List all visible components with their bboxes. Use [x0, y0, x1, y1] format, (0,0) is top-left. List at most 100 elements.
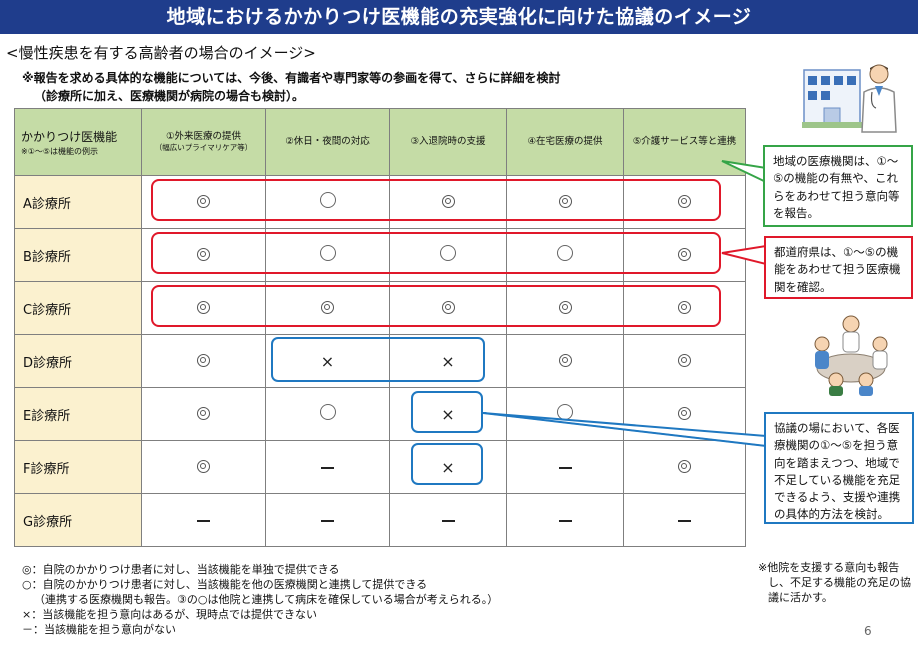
table-row: E診療所 × — [14, 387, 746, 441]
header-cell-3: ③入退院時の支援 — [389, 108, 507, 176]
table-cell — [506, 493, 624, 547]
table-cell — [141, 440, 266, 494]
cross-mark: × — [441, 404, 455, 424]
note-line-2: （診療所に加え、医療機関が病院の場合も検討）。 — [34, 89, 305, 103]
highlight-frame-red — [151, 285, 721, 327]
table-cell — [506, 440, 624, 494]
dash-mark — [558, 467, 572, 469]
highlight-frame-blue — [411, 391, 483, 433]
double-circle-mark — [441, 194, 455, 208]
side-note-line: ※他院を支援する意向も報告 — [758, 561, 900, 574]
row-label: C診療所 — [14, 281, 142, 335]
double-circle-mark — [197, 300, 210, 314]
header-label: ④在宅医療の提供 — [527, 136, 603, 148]
table-cell — [506, 334, 624, 388]
double-circle-mark — [197, 406, 210, 420]
double-circle-mark — [197, 194, 210, 208]
header-cell-5: ⑤介護サービス等と連携 — [623, 108, 746, 176]
legend-item-double-circle: ◎：自院のかかりつけ患者に対し、当該機能を単独で提供できる — [22, 563, 340, 576]
double-circle-mark — [678, 406, 691, 420]
cross-mark: × — [320, 351, 335, 371]
circle-mark — [319, 192, 336, 208]
table-cell — [623, 493, 746, 547]
circle-mark — [557, 245, 573, 261]
cross-mark: × — [441, 351, 455, 371]
header-label: ②休日・夜間の対応 — [285, 136, 370, 148]
circle-mark — [440, 245, 456, 261]
table-cell — [389, 493, 507, 547]
highlight-frame-red — [151, 232, 721, 274]
header-cell-function: かかりつけ医機能 ※①～⑤は機能の例示 — [14, 108, 142, 176]
callout-blue: 協議の場において、各医療機関の①～⑤を担う意向を踏まえつつ、地域で不足している機… — [764, 412, 914, 524]
table-cell — [265, 440, 390, 494]
table-cell — [265, 493, 390, 547]
table-cell — [141, 493, 266, 547]
table-cell — [506, 387, 624, 441]
table-header-row: かかりつけ医機能 ※①～⑤は機能の例示 ①外来医療の提供（幅広いプライマリケア等… — [14, 108, 746, 176]
table-cell: × — [389, 334, 507, 388]
header-function-note: ※①～⑤は機能の例示 — [21, 146, 99, 156]
circle-mark — [557, 404, 573, 420]
legend-item-cross: ×：当該機能を担う意向はあるが、現時点では提供できない — [22, 608, 317, 621]
circle-mark — [319, 245, 336, 261]
table-cell — [623, 440, 746, 494]
highlight-frame-blue — [411, 443, 483, 485]
table-row: F診療所 × — [14, 440, 746, 494]
double-circle-mark — [197, 247, 210, 261]
side-note-line: し、不足する機能の充足の協 — [768, 576, 911, 589]
double-circle-mark — [441, 300, 455, 314]
header-function-label: かかりつけ医機能 — [21, 129, 118, 144]
double-circle-mark — [558, 300, 572, 314]
callout-green: 地域の医療機関は、①～⑤の機能の有無や、これらをあわせて担う意向等を報告。 — [763, 145, 913, 227]
table-cell — [265, 387, 390, 441]
page-title: 地域におけるかかりつけ医機能の充実強化に向けた協議のイメージ — [0, 0, 918, 34]
page-number: 6 — [864, 624, 872, 638]
dash-mark — [678, 520, 691, 522]
header-label: ⑤介護サービス等と連携 — [632, 136, 737, 148]
highlight-frame-red — [151, 179, 721, 221]
legend-item-circle: ○：自院のかかりつけ患者に対し、当該機能を他の医療機関と連携して提供できる — [22, 578, 428, 591]
table-cell — [623, 334, 746, 388]
row-label: B診療所 — [14, 228, 142, 282]
double-circle-mark — [678, 459, 691, 473]
header-cell-1: ①外来医療の提供（幅広いプライマリケア等） — [141, 108, 266, 176]
header-cell-2: ②休日・夜間の対応 — [265, 108, 390, 176]
table-cell: × — [265, 334, 390, 388]
clinic-building-icon — [802, 69, 864, 128]
highlight-frame-blue — [271, 337, 485, 382]
table-cell — [623, 387, 746, 441]
note-line-1: ※報告を求める具体的な機能については、今後、有識者や専門家等の参画を得て、さらに… — [22, 71, 561, 85]
double-circle-mark — [197, 353, 210, 367]
table-row: G診療所 — [14, 493, 746, 547]
header-label: ①外来医療の提供 — [165, 130, 242, 142]
header-cell-4: ④在宅医療の提供 — [506, 108, 624, 176]
side-note-line: 議に活かす。 — [768, 591, 833, 604]
subtitle: <慢性疾患を有する高齢者の場合のイメージ> — [6, 44, 316, 62]
double-circle-mark — [197, 459, 210, 473]
double-circle-mark — [678, 300, 691, 314]
table-cell — [141, 387, 266, 441]
row-label: E診療所 — [14, 387, 142, 441]
row-label: F診療所 — [14, 440, 142, 494]
double-circle-mark — [678, 247, 691, 261]
double-circle-mark — [678, 194, 691, 208]
dash-mark — [197, 520, 210, 522]
double-circle-mark — [321, 300, 334, 314]
meeting-group-icon — [814, 315, 888, 396]
table-cell — [141, 334, 266, 388]
double-circle-mark — [558, 194, 572, 208]
legend-item-circle-note: （連携する医療機関も報告。③の○は他院と連携して病床を確保している場合が考えられ… — [34, 593, 499, 606]
dash-mark — [321, 520, 334, 522]
callout-red: 都道府県は、①～⑤の機能をあわせて担う医療機関を確認。 — [764, 236, 913, 299]
dash-mark — [321, 467, 334, 469]
legend-item-dash: －：当該機能を担う意向がない — [22, 623, 176, 636]
header-sublabel: （幅広いプライマリケア等） — [154, 143, 253, 153]
row-label: D診療所 — [14, 334, 142, 388]
table-cell: × — [389, 440, 507, 494]
row-label: A診療所 — [14, 175, 142, 229]
table-row: D診療所 × × — [14, 334, 746, 388]
header-label: ③入退院時の支援 — [410, 136, 486, 148]
function-matrix-table: かかりつけ医機能 ※①～⑤は機能の例示 ①外来医療の提供（幅広いプライマリケア等… — [14, 108, 746, 547]
dash-mark — [558, 520, 572, 522]
doctor-icon — [861, 64, 897, 133]
